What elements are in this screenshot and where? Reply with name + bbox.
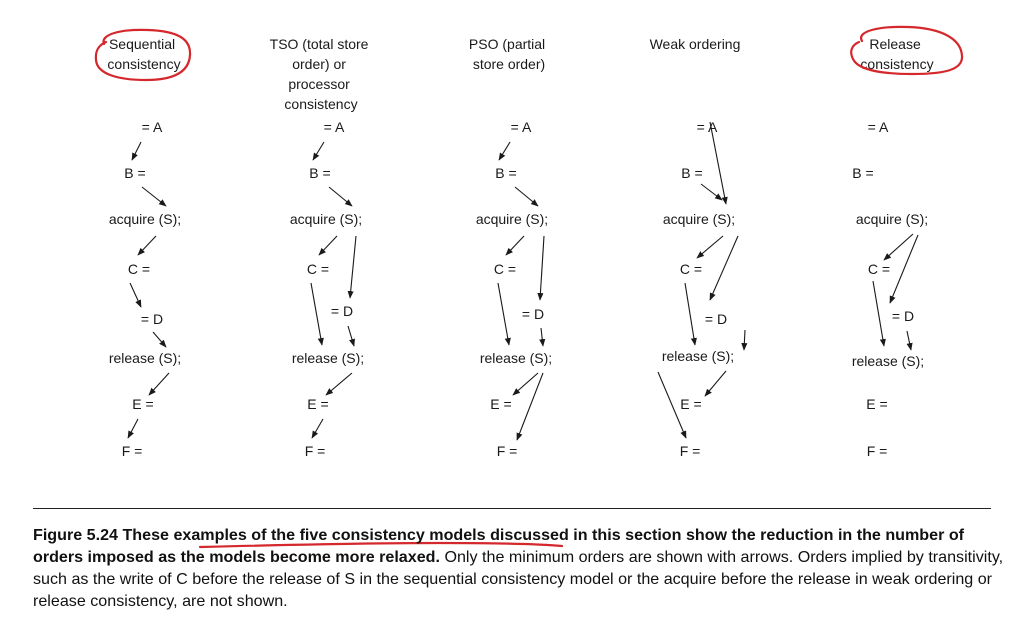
arrow [152,331,167,348]
node-c: C = [680,261,702,277]
circle-sequential-consistency [94,28,192,82]
arrow [505,235,525,256]
arrow [741,329,748,351]
arrow [328,186,353,207]
node-d: = D [522,306,544,322]
node-f: F = [305,443,326,459]
arrow [325,372,353,396]
arrow [148,372,170,396]
arrow [539,327,546,347]
node-acquire: acquire (S); [856,211,928,227]
node-acquire: acquire (S); [109,211,181,227]
node-acquire: acquire (S); [290,211,362,227]
arrow [137,235,157,256]
node-b: B = [309,165,330,181]
node-acquire: acquire (S); [663,211,735,227]
arrow [312,141,325,161]
header-tso: TSO (total store order) or processor con… [270,36,373,112]
header-pso: PSO (partial store order) [469,36,549,72]
header-wo: Weak ordering [650,36,741,52]
arrow [497,282,511,346]
arrow [709,121,728,205]
node-a: = A [511,119,532,135]
node-f: F = [122,443,143,459]
node-c: C = [494,261,516,277]
caption-divider [33,508,991,509]
node-e: E = [307,396,328,412]
underline-caption-phrase [198,541,564,549]
caption-regular-text: Only the minimum orders are shown with a… [33,548,1004,610]
node-e: E = [866,396,887,412]
header-sc: Sequential consistency [107,36,180,72]
node-d: = D [331,303,353,319]
arrow [127,418,139,439]
node-acquire: acquire (S); [476,211,548,227]
arrow [906,330,913,351]
circle-release-consistency [850,25,964,76]
arrow [498,141,511,161]
node-c: C = [128,261,150,277]
node-a: = A [142,119,163,135]
node-d: = D [705,311,727,327]
node-f: F = [497,443,518,459]
arrow [347,235,357,299]
arrow [657,371,687,439]
node-c: C = [307,261,329,277]
node-release: release (S); [292,350,364,366]
arrow [311,418,324,439]
arrow [131,141,142,161]
arrow [318,235,338,256]
node-a: = A [697,119,718,135]
red-highlight-annotations [94,25,964,549]
node-f: F = [680,443,701,459]
node-e: E = [680,396,701,412]
node-b: B = [124,165,145,181]
node-d: = D [141,311,163,327]
figure-label: Figure 5.24 [33,526,118,544]
node-release: release (S); [109,350,181,366]
node-release: release (S); [480,350,552,366]
column-sc: = A B = acquire (S); C = = D release (S)… [109,119,181,459]
arrow [537,235,545,301]
arrow [129,282,142,308]
node-a: = A [324,119,345,135]
node-d: = D [892,308,914,324]
node-c: C = [868,261,890,277]
node-release: release (S); [662,348,734,364]
node-b: B = [852,165,873,181]
figure-caption: Figure 5.24 These examples of the five c… [33,524,1008,612]
arrow [883,233,914,261]
arrow [516,372,544,441]
arrow [684,282,697,346]
arrow [709,235,739,301]
arrow [696,235,724,259]
node-f: F = [867,443,888,459]
node-e: E = [490,396,511,412]
node-b: B = [681,165,702,181]
node-e: E = [132,396,153,412]
node-release: release (S); [852,353,924,369]
column-tso: = A B = acquire (S); C = = D release (S)… [290,119,364,459]
column-pso: = A B = acquire (S); C = = D release (S)… [476,119,552,459]
arrow [889,234,919,304]
node-b: B = [495,165,516,181]
arrow [872,280,886,347]
arrow [514,186,539,207]
arrow [704,370,727,397]
arrow [141,186,167,207]
column-rc: = A B = acquire (S); C = = D release (S)… [852,119,928,459]
arrow [310,282,324,346]
caption-bold-text: These examples of the five consistency m… [33,526,965,566]
node-a: = A [868,119,889,135]
arrow [700,183,723,201]
header-rc: Release consistency [860,36,933,72]
arrow [347,325,355,347]
arrow [512,372,539,396]
column-wo: = A B = acquire (S); C = = D release (S)… [657,119,748,459]
